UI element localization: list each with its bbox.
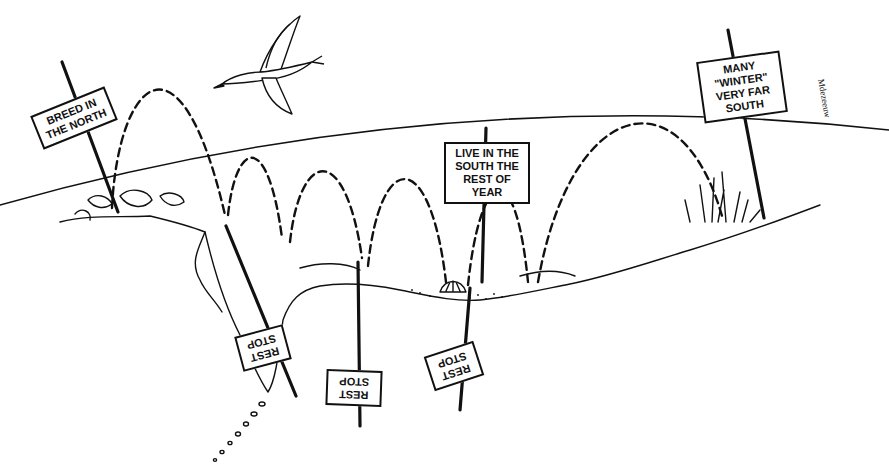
flight-arc bbox=[468, 191, 528, 285]
shore-detail bbox=[300, 264, 360, 270]
horizon-curve bbox=[0, 116, 889, 205]
sign-text: MANY "WINTER" VERY FAR SOUTH bbox=[701, 56, 783, 118]
island bbox=[251, 412, 257, 416]
island bbox=[88, 196, 112, 208]
sand-stipple bbox=[411, 289, 503, 300]
shell bbox=[440, 281, 466, 292]
bird bbox=[214, 16, 324, 114]
island bbox=[259, 402, 265, 406]
sign-text: REST STOP bbox=[429, 347, 479, 385]
sign-board: REST STOP bbox=[325, 369, 382, 407]
sign-board: LIVE IN THE SOUTH THE REST OF YEAR bbox=[444, 142, 530, 204]
island bbox=[120, 190, 152, 206]
flight-arc bbox=[538, 123, 722, 282]
flight-arc bbox=[368, 179, 446, 282]
island bbox=[228, 441, 232, 444]
island bbox=[220, 450, 224, 453]
sign-text: BREED IN THE NORTH bbox=[36, 92, 112, 143]
sign-post bbox=[226, 226, 296, 396]
sign-text: LIVE IN THE SOUTH THE REST OF YEAR bbox=[448, 147, 526, 199]
sign-board: REST STOP bbox=[424, 341, 485, 391]
flight-arc bbox=[228, 158, 282, 238]
island bbox=[75, 210, 90, 220]
island bbox=[160, 193, 184, 205]
flight-arc bbox=[112, 90, 225, 215]
island bbox=[236, 432, 241, 436]
coastline bbox=[60, 205, 820, 392]
coastline bbox=[195, 232, 222, 312]
island bbox=[213, 459, 216, 462]
sign-board: MANY "WINTER" VERY FAR SOUTH bbox=[696, 50, 788, 123]
island bbox=[244, 422, 249, 426]
flight-arc bbox=[290, 171, 362, 258]
sign-text: REST STOP bbox=[330, 374, 379, 402]
artist-signature: Mdezeeuw bbox=[816, 78, 833, 119]
sign-text: REST STOP bbox=[239, 330, 286, 366]
